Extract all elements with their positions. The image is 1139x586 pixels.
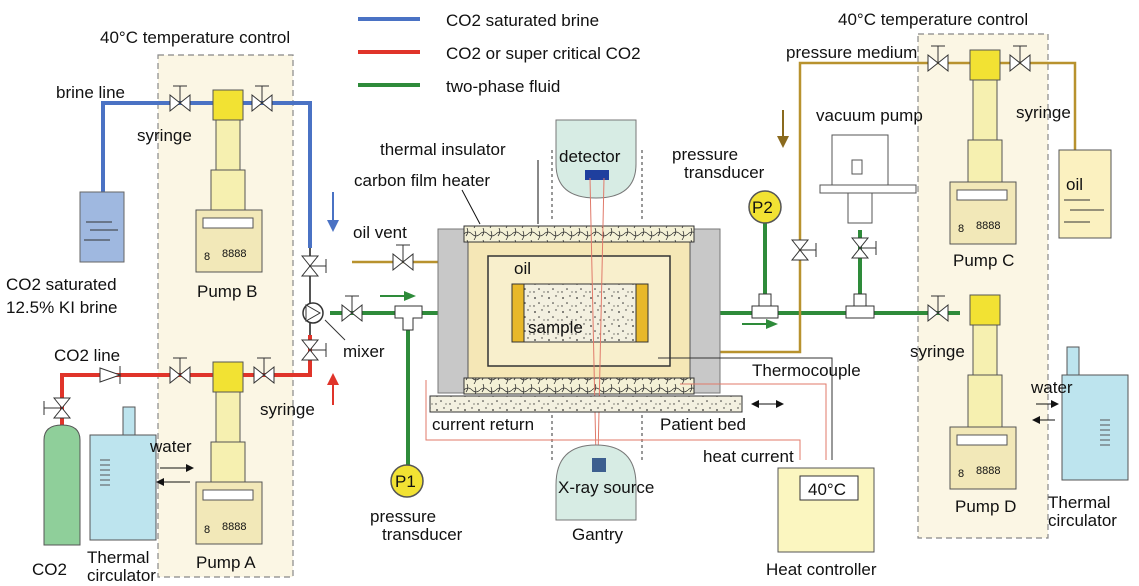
controller-display: 40°C	[808, 480, 846, 499]
pressure-gauge-p1	[390, 464, 424, 498]
valve-mixer-bottom	[300, 339, 327, 361]
valve-brine-2	[251, 85, 273, 113]
p1-label: P1	[395, 472, 416, 491]
valve-c-2	[1009, 45, 1031, 73]
co2-line-label: CO2 line	[54, 346, 120, 365]
svg-text:8888: 8888	[976, 465, 1000, 477]
pump-c: 8888 8	[949, 49, 1017, 245]
thermal-circ-left-label-1: Thermal	[87, 548, 149, 567]
p2-label: P2	[752, 198, 773, 217]
oil-vent-label: oil vent	[353, 223, 407, 242]
water-right-label: water	[1030, 378, 1073, 397]
valve-co2-2	[253, 357, 275, 385]
svg-text:8: 8	[204, 251, 210, 263]
detector-label: detector	[559, 147, 621, 166]
legend-twophase: two-phase fluid	[446, 77, 560, 96]
tee-p2	[751, 293, 779, 319]
carbon-heater-label: carbon film heater	[354, 171, 490, 190]
brine-line-pipe	[101, 101, 312, 248]
xray-source-label: X-ray source	[558, 478, 654, 497]
brine-tank-label-1: CO2 saturated	[6, 275, 117, 294]
valve-vacuum	[850, 237, 877, 259]
vacuum-pump	[819, 134, 917, 224]
thermal-circ-left-label-2: circulator	[87, 566, 156, 585]
water-left-label: water	[149, 437, 192, 456]
thermal-circulator-left	[89, 406, 157, 541]
svg-text:8888: 8888	[222, 521, 246, 533]
svg-text:8: 8	[958, 468, 964, 480]
valve-c-1	[927, 45, 949, 73]
syringe-a-label: syringe	[260, 400, 315, 419]
patient-bed-label: Patient bed	[660, 415, 746, 434]
xray-source	[555, 444, 637, 521]
valve-pressure-medium	[790, 239, 817, 261]
sample-label: sample	[528, 318, 583, 337]
current-return-label: current return	[432, 415, 534, 434]
thermal-insulator-label: thermal insulator	[380, 140, 506, 159]
mixer-label: mixer	[343, 342, 385, 361]
temp-control-right-label: 40°C temperature control	[838, 10, 1028, 29]
valve-co2-1	[169, 357, 191, 385]
pump-d-label: Pump D	[955, 497, 1016, 516]
syringe-d-label: syringe	[910, 342, 965, 361]
heat-current-label: heat current	[703, 447, 794, 466]
temp-control-left-label: 40°C temperature control	[100, 28, 290, 47]
legend: CO2 saturated brine CO2 or super critica…	[358, 11, 641, 96]
oil-in-vessel-label: oil	[514, 259, 531, 278]
valve-mixer-top	[300, 255, 327, 277]
pressure-medium-label: pressure medium	[786, 43, 917, 62]
pressure-transducer-left-label-1: pressure	[370, 507, 436, 526]
thermocouple-label: Thermocouple	[752, 361, 861, 380]
brine-line-label: brine line	[56, 83, 125, 102]
svg-text:8: 8	[204, 524, 210, 536]
tee-vacuum	[845, 293, 875, 319]
vacuum-pump-label: vacuum pump	[816, 106, 923, 125]
mixer	[302, 302, 324, 324]
valve-d	[927, 295, 949, 323]
co2-bottle	[43, 424, 81, 546]
pump-c-label: Pump C	[953, 251, 1014, 270]
pressure-gauge-p2	[748, 190, 782, 224]
pump-d: 8888 8	[949, 294, 1017, 490]
thermal-circulator-right	[1061, 346, 1129, 481]
valve-co2-bottle	[43, 397, 72, 419]
pump-a: 8888 8	[195, 361, 263, 545]
tee-left	[394, 305, 423, 331]
svg-text:8888: 8888	[222, 248, 246, 260]
oil-tank-label: oil	[1066, 175, 1083, 194]
patient-bed	[429, 395, 743, 413]
svg-text:8888: 8888	[976, 220, 1000, 232]
heat-controller	[777, 467, 875, 553]
pressure-transducer-left-label-2: transducer	[382, 525, 463, 544]
pump-b-label: Pump B	[197, 282, 257, 301]
pump-a-label: Pump A	[196, 553, 256, 572]
brine-tank-label-2: 12.5% KI brine	[6, 298, 118, 317]
legend-co2: CO2 or super critical CO2	[446, 44, 641, 63]
pressure-transducer-right-label-1: pressure	[672, 145, 738, 164]
valve-oil-vent	[392, 244, 414, 272]
co2-bottle-label: CO2	[32, 560, 67, 579]
valve-brine-1	[169, 85, 191, 113]
syringe-c-label: syringe	[1016, 103, 1071, 122]
legend-brine: CO2 saturated brine	[446, 11, 599, 30]
oil-tank	[1058, 149, 1112, 239]
detector	[555, 119, 637, 199]
pump-b: 8888 8	[195, 89, 263, 273]
brine-tank	[79, 191, 125, 263]
pressure-medium-pipe	[658, 61, 1077, 354]
heat-controller-label: Heat controller	[766, 560, 877, 579]
svg-text:8: 8	[958, 223, 964, 235]
thermal-circ-right-label-1: Thermal	[1048, 493, 1110, 512]
pressure-transducer-right-label-2: transducer	[684, 163, 765, 182]
syringe-b-label: syringe	[137, 126, 192, 145]
gantry-label: Gantry	[572, 525, 624, 544]
pressure-vessel	[437, 225, 721, 395]
valve-main	[341, 295, 363, 323]
thermal-circ-right-label-2: circulator	[1048, 511, 1117, 530]
